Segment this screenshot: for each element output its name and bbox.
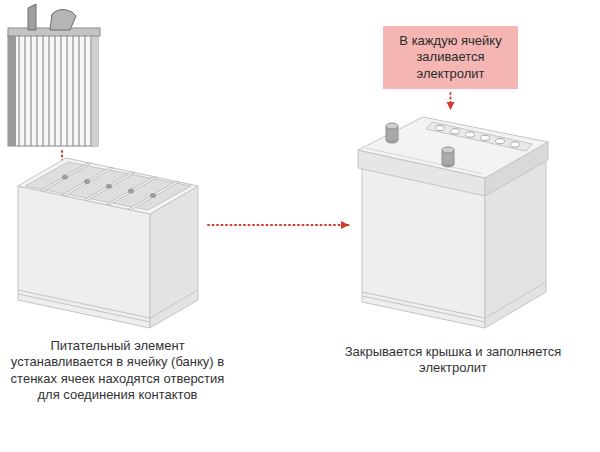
plate-strap bbox=[50, 9, 76, 30]
case-top bbox=[18, 158, 198, 214]
battery-closed bbox=[358, 117, 548, 328]
cap-strip bbox=[426, 122, 532, 151]
wall-holes bbox=[62, 175, 156, 199]
filler-cap bbox=[481, 135, 490, 140]
battery-case bbox=[18, 158, 198, 328]
terminal-edge bbox=[398, 126, 399, 140]
filler-cap bbox=[436, 125, 445, 130]
cell-wall bbox=[106, 177, 157, 206]
battery-case-figure: Питательный элемент устанавливается в яч… bbox=[15, 155, 202, 332]
figure-caption: Питательный элемент устанавливается в яч… bbox=[10, 338, 225, 403]
case-base-line bbox=[18, 290, 150, 318]
filler-caps bbox=[436, 125, 520, 147]
wall-hole bbox=[62, 175, 68, 180]
wall-hole bbox=[84, 179, 90, 184]
terminal-edge bbox=[442, 150, 443, 164]
case-base-line bbox=[18, 294, 150, 322]
terminal-top bbox=[442, 147, 454, 153]
battery-base-line bbox=[362, 292, 485, 318]
figure-caption: Закрывается крышка и заполняется электро… bbox=[333, 344, 573, 377]
lid-top bbox=[358, 117, 548, 178]
case-base-line bbox=[150, 290, 198, 318]
terminal-top bbox=[386, 123, 398, 129]
lid-ridge bbox=[366, 148, 482, 174]
cell-wall bbox=[40, 163, 91, 192]
plate-frame bbox=[92, 34, 98, 146]
case-opening bbox=[25, 162, 191, 210]
cell-walls bbox=[40, 163, 179, 210]
filler-cap bbox=[451, 129, 460, 134]
flow-arrow bbox=[450, 93, 452, 110]
battery-base-line bbox=[362, 296, 485, 322]
terminal bbox=[386, 123, 398, 143]
plate-frame bbox=[8, 34, 16, 146]
battery-base-line bbox=[485, 282, 546, 318]
terminal bbox=[442, 147, 454, 167]
callout-text: В каждую ячейку заливается электролит bbox=[392, 33, 509, 82]
wall-hole bbox=[106, 184, 112, 189]
cell-wall bbox=[128, 181, 179, 210]
cell-wall bbox=[84, 172, 135, 201]
plate-body bbox=[8, 34, 98, 146]
filler-cap bbox=[511, 142, 520, 147]
flow-arrow bbox=[208, 224, 349, 226]
terminal-edge bbox=[386, 126, 387, 140]
wall-hole bbox=[150, 193, 156, 198]
terminal-edge bbox=[454, 150, 455, 164]
cell-wall bbox=[62, 167, 113, 196]
battery-figure: Закрывается крышка и заполняется электро… bbox=[355, 114, 550, 332]
filler-cap bbox=[496, 139, 505, 144]
filler-cap bbox=[466, 132, 475, 137]
plate-lug bbox=[28, 4, 36, 30]
wall-hole bbox=[128, 189, 134, 194]
plate-pack bbox=[8, 4, 100, 176]
callout-box: В каждую ячейку заливается электролит bbox=[383, 26, 518, 89]
